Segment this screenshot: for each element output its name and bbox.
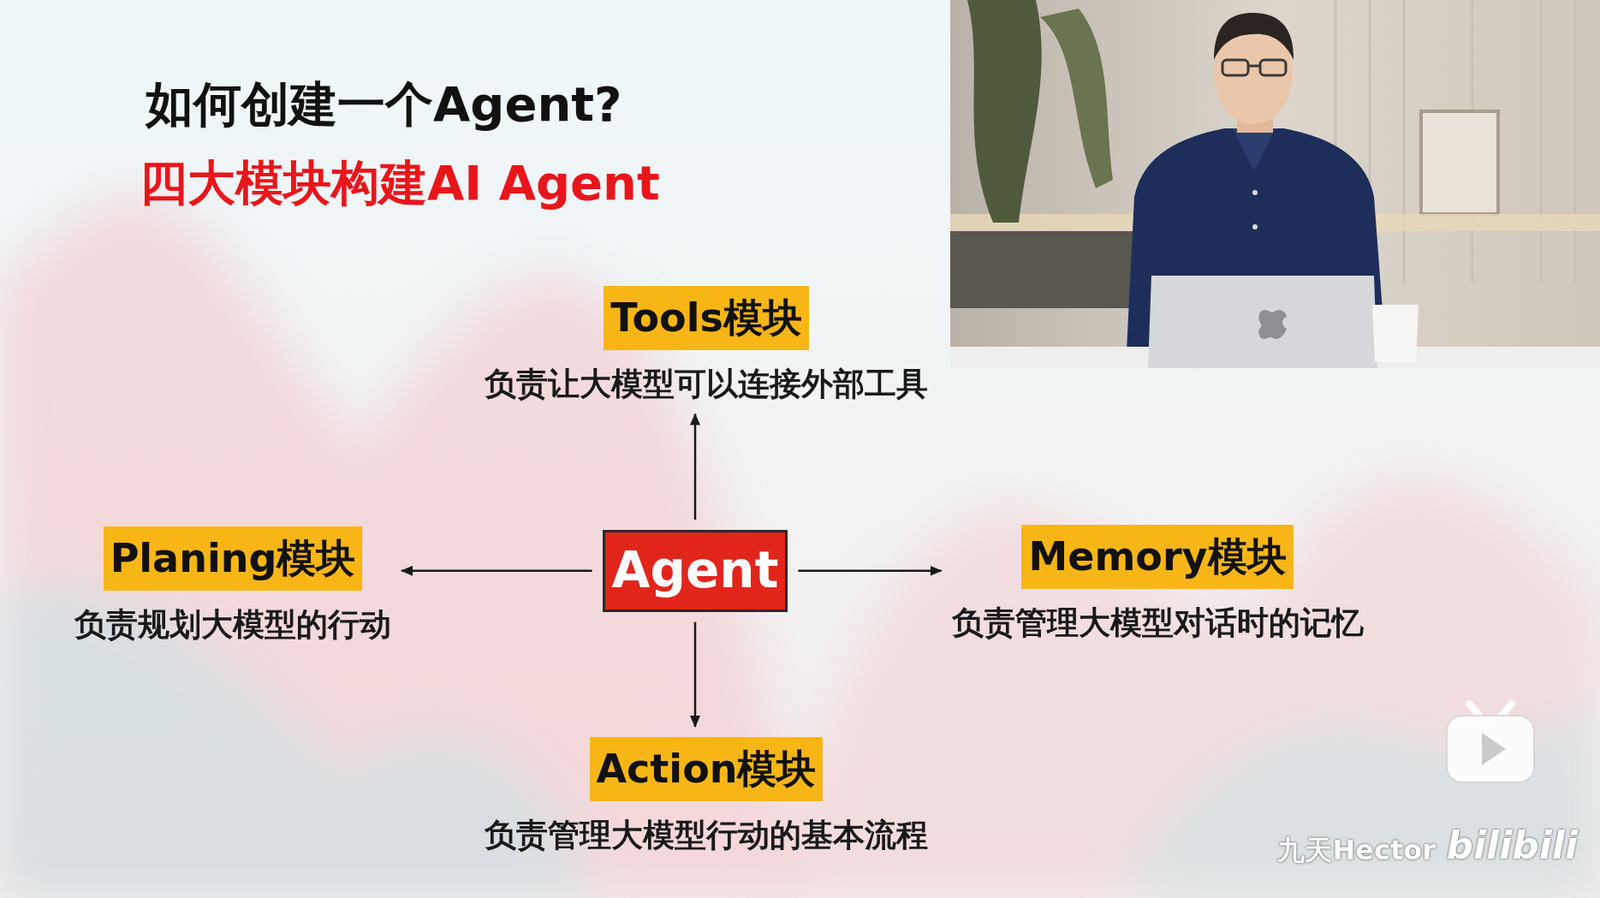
arrow-connector [401,570,593,573]
module-description: 负责规划大模型的行动 [74,606,392,644]
wall-frame [1421,111,1499,215]
module-title: Tools模块 [603,285,809,351]
module-title: Planing模块 [103,526,363,591]
tv-body [1446,715,1535,783]
module-description: 负责让大模型可以连接外部工具 [484,365,928,404]
lens [1222,59,1249,76]
play-triangle [1481,732,1506,766]
lens [1260,59,1286,76]
module-title: Action模块 [589,737,824,802]
agent-label: Agent [602,529,789,613]
subtitle: 四大模块构建AI Agent [139,151,661,217]
hills [0,195,1600,898]
hair [1213,12,1294,60]
arrow-connector [694,622,697,727]
tv-icon [1446,703,1535,783]
sofa [950,231,1156,309]
photo-scene [950,0,1600,369]
laptop [1147,275,1378,369]
module-title: Memory模块 [1021,524,1293,589]
watermark-logo: bilibili [1446,823,1578,868]
plant [1040,8,1113,189]
button [1252,224,1258,230]
module-description: 负责管理大模型对话时的记忆 [951,604,1364,643]
module-node: Memory模块负责管理大模型对话时的记忆 [951,524,1364,643]
watermark: 九天Hector [1277,832,1436,870]
cup [1372,304,1419,363]
module-node: Tools模块负责让大模型可以连接外部工具 [484,285,928,405]
room-wall [950,0,1600,369]
arrow-connector [797,570,941,573]
module-node: Action模块负责管理大模型行动的基本流程 [484,737,928,856]
bridge [1248,65,1261,68]
glasses [1222,59,1286,76]
fold [1403,0,1406,283]
module-description: 负责管理大模型行动的基本流程 [484,816,928,855]
plant [967,0,1042,223]
fold [1540,0,1543,283]
laptop-logo [1258,309,1287,340]
hill [1112,701,1600,898]
shirt [1125,128,1387,369]
fold [1574,0,1577,283]
collar [1232,128,1276,172]
module-node: Planing模块负责规划大模型的行动 [74,526,392,645]
arrow-connector [694,414,697,520]
button [1252,190,1258,196]
title: 如何创建一个Agent? [145,72,623,138]
agent-box: Agent [602,529,789,613]
